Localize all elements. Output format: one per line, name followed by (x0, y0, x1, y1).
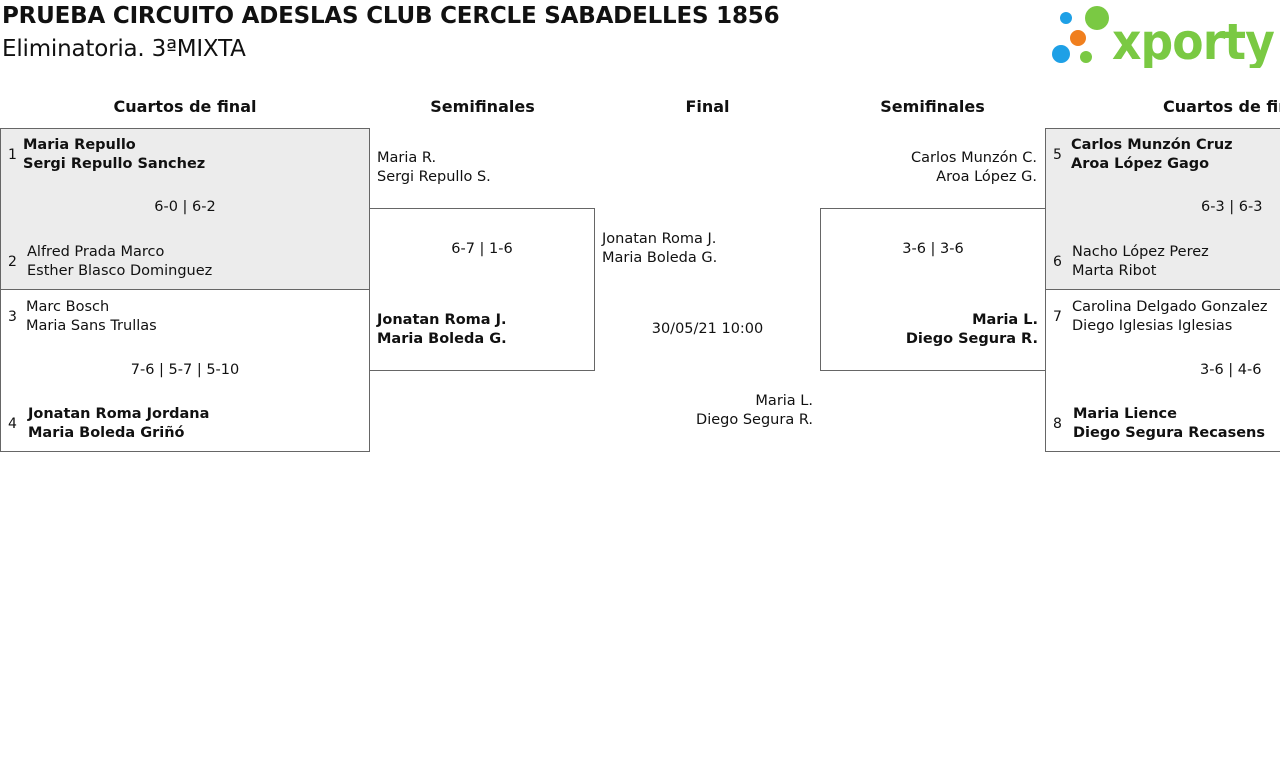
logo-text: xporty (1112, 13, 1274, 68)
match-score: 6-3 | 6-3 (1201, 199, 1263, 215)
seed-number: 7 (1053, 309, 1062, 325)
seed-number: 3 (8, 309, 17, 325)
match-card[interactable]: 7 Carolina Delgado Gonzalez Diego Iglesi… (1045, 289, 1280, 452)
round-header-qf-right: Cuartos de final (1163, 97, 1280, 116)
player-name: Aroa López Gago (1071, 156, 1210, 172)
round-header-sf-left: Semifinales (430, 97, 535, 116)
match-score: 3-6 | 3-6 (902, 241, 964, 257)
player-name: Maria Boleda G. (377, 331, 507, 347)
round-header-qf-left: Cuartos de final (113, 97, 257, 116)
seed-number: 5 (1053, 147, 1062, 163)
player-name: Maria L. (755, 393, 813, 409)
match-card[interactable]: 3-6 | 3-6 Maria L. Diego Segura R. (820, 208, 1046, 371)
match-card[interactable]: 1 Maria Repullo Sergi Repullo Sanchez 6-… (0, 128, 370, 290)
match-card[interactable]: 6-7 | 1-6 Jonatan Roma J. Maria Boleda G… (369, 208, 595, 371)
player-name: Esther Blasco Dominguez (27, 263, 213, 279)
seed-number: 1 (8, 147, 17, 163)
player-name: Jonatan Roma J. (377, 312, 507, 328)
match-score: 3-6 | 4-6 (1200, 362, 1262, 378)
match-datetime: 30/05/21 10:00 (651, 321, 764, 337)
page-subtitle: Eliminatoria. 3ªMIXTA (2, 36, 246, 62)
player-name: Jonatan Roma Jordana (28, 406, 210, 422)
player-name: Nacho López Perez (1072, 244, 1209, 260)
seed-number: 8 (1053, 416, 1062, 432)
player-name: Sergi Repullo Sanchez (23, 156, 206, 172)
match-card[interactable]: 5 Carlos Munzón Cruz Aroa López Gago 6-3… (1045, 128, 1280, 290)
match-score: 7-6 | 5-7 | 5-10 (130, 362, 240, 378)
player-name: Jonatan Roma J. (602, 231, 717, 247)
round-header-final: Final (685, 97, 730, 116)
seed-number: 6 (1053, 254, 1062, 270)
player-name: Maria Boleda Griñó (28, 425, 185, 441)
player-name: Maria Lience (1073, 406, 1177, 422)
player-name: Maria L. (972, 312, 1038, 328)
xporty-logo: xporty (1052, 6, 1275, 68)
player-name: Maria R. (377, 150, 437, 166)
player-name: Maria Repullo (23, 137, 136, 153)
player-name: Diego Segura R. (696, 412, 813, 428)
match-score: 6-0 | 6-2 (154, 199, 216, 215)
player-name: Diego Segura R. (905, 331, 1038, 347)
page-title: PRUEBA CIRCUITO ADESLAS CLUB CERCLE SABA… (2, 3, 780, 29)
round-header-sf-right: Semifinales (880, 97, 985, 116)
player-name: Marc Bosch (26, 299, 110, 315)
player-name: Aroa López G. (936, 169, 1037, 185)
seed-number: 2 (8, 254, 17, 270)
match-score: 6-7 | 1-6 (451, 241, 513, 257)
seed-number: 4 (8, 416, 17, 432)
player-name: Maria Boleda G. (602, 250, 718, 266)
player-name: Diego Segura Recasens (1073, 425, 1265, 441)
player-name: Marta Ribot (1072, 263, 1157, 279)
player-name: Carolina Delgado Gonzalez (1072, 299, 1268, 315)
player-name: Maria Sans Trullas (26, 318, 157, 334)
player-name: Diego Iglesias Iglesias (1072, 318, 1233, 334)
player-name: Sergi Repullo S. (377, 169, 491, 185)
player-name: Carlos Munzón C. (911, 150, 1037, 166)
match-card[interactable]: 3 Marc Bosch Maria Sans Trullas 7-6 | 5-… (0, 289, 370, 452)
player-name: Carlos Munzón Cruz (1071, 137, 1233, 153)
player-name: Alfred Prada Marco (27, 244, 165, 260)
